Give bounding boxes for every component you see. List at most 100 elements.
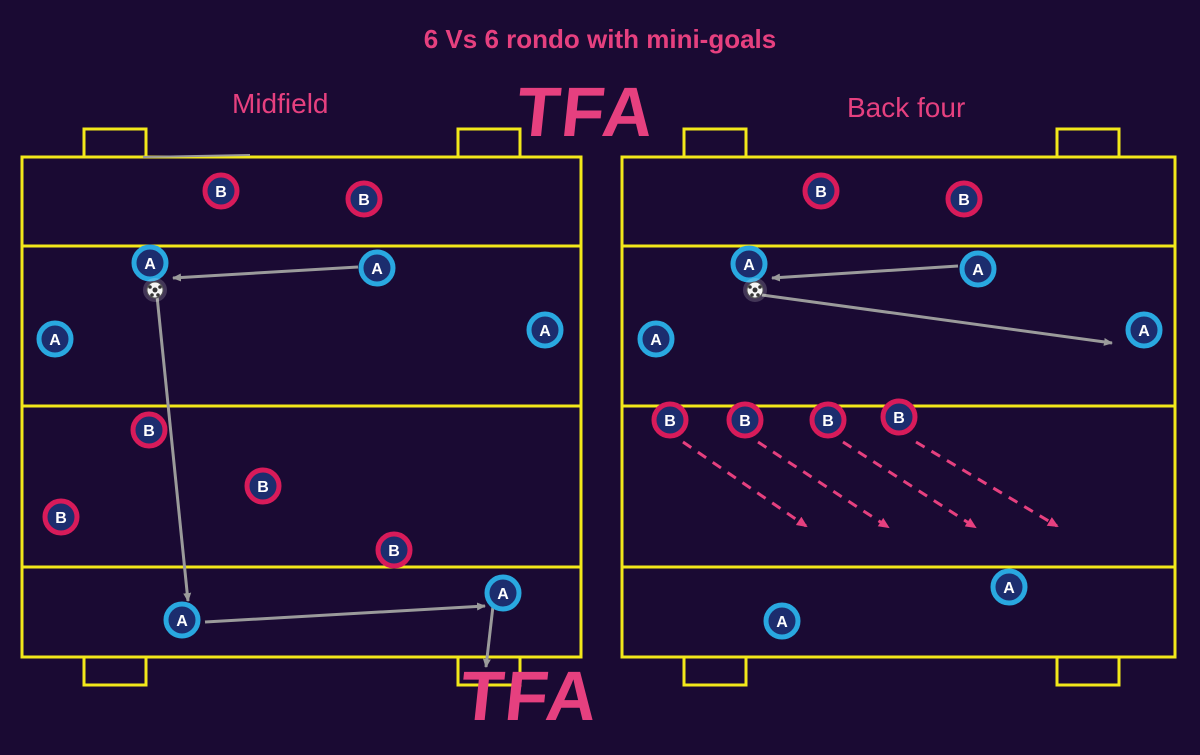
mini-goal bbox=[1055, 127, 1121, 159]
press-arrow bbox=[682, 440, 808, 528]
player-ring bbox=[375, 531, 413, 569]
player-ring bbox=[990, 568, 1028, 606]
mini-goal bbox=[82, 127, 148, 159]
diagram-title: 6 Vs 6 rondo with mini-goals bbox=[423, 24, 777, 54]
player-letter: B bbox=[55, 510, 67, 527]
player-ring bbox=[802, 172, 840, 210]
player-letter: A bbox=[743, 257, 755, 274]
player-letter: A bbox=[49, 332, 61, 349]
pass-arrow bbox=[172, 265, 359, 282]
mini-goal bbox=[1055, 655, 1121, 687]
player-ring bbox=[651, 401, 689, 439]
player-ring bbox=[880, 398, 918, 436]
ball-patch bbox=[748, 285, 752, 289]
player-team-a: A bbox=[358, 249, 396, 287]
ball-patch bbox=[148, 285, 152, 289]
ball-patch bbox=[156, 293, 160, 297]
player-team-b: B bbox=[42, 498, 80, 536]
player-letter: B bbox=[358, 192, 370, 209]
player-team-b: B bbox=[244, 467, 282, 505]
player-team-b: B bbox=[809, 401, 847, 439]
player-letter: A bbox=[497, 586, 509, 603]
mini-goal bbox=[682, 655, 748, 687]
player-letter: B bbox=[257, 479, 269, 496]
player-team-a: A bbox=[36, 320, 74, 358]
ball-patch bbox=[158, 285, 162, 289]
mini-goal bbox=[456, 127, 522, 159]
ball-patch bbox=[152, 287, 158, 293]
player-team-a: A bbox=[730, 245, 768, 283]
pass-line bbox=[142, 154, 251, 158]
player-ring bbox=[1125, 311, 1163, 349]
player-team-b: B bbox=[726, 401, 764, 439]
player-ring bbox=[131, 244, 169, 282]
panel-label-midfield: Midfield bbox=[232, 88, 329, 119]
player-ring bbox=[809, 401, 847, 439]
player-team-b: B bbox=[375, 531, 413, 569]
player-ring bbox=[637, 320, 675, 358]
player-ring bbox=[484, 574, 522, 612]
player-team-b: B bbox=[345, 180, 383, 218]
player-team-b: B bbox=[202, 172, 240, 210]
player-letter: A bbox=[972, 262, 984, 279]
pass-arrow bbox=[771, 264, 959, 282]
player-letter: A bbox=[776, 614, 788, 631]
player-ring bbox=[130, 411, 168, 449]
player-ring bbox=[345, 180, 383, 218]
ball-patch bbox=[150, 293, 154, 297]
player-ring bbox=[730, 245, 768, 283]
player-letter: A bbox=[1138, 323, 1150, 340]
player-ring bbox=[526, 311, 564, 349]
ball-patch bbox=[750, 293, 754, 297]
player-letter: B bbox=[664, 413, 676, 430]
player-letter: A bbox=[176, 613, 188, 630]
player-team-a: A bbox=[959, 250, 997, 288]
mini-goal bbox=[456, 655, 522, 687]
player-team-a: A bbox=[763, 602, 801, 640]
mini-goal bbox=[682, 127, 748, 159]
player-ring bbox=[959, 250, 997, 288]
player-ring bbox=[763, 602, 801, 640]
player-letter: B bbox=[815, 184, 827, 201]
player-team-a: A bbox=[131, 244, 169, 282]
player-letter: B bbox=[215, 184, 227, 201]
player-letter: A bbox=[371, 261, 383, 278]
player-letter: A bbox=[144, 256, 156, 273]
player-letter: A bbox=[1003, 580, 1015, 597]
pass-arrow bbox=[204, 602, 486, 624]
panel-label-back-four: Back four bbox=[847, 92, 966, 123]
player-team-b: B bbox=[880, 398, 918, 436]
pass-arrow bbox=[761, 293, 1113, 346]
ball-patch bbox=[756, 293, 760, 297]
player-team-a: A bbox=[163, 601, 201, 639]
player-ring bbox=[163, 601, 201, 639]
player-letter: B bbox=[388, 543, 400, 560]
player-ring bbox=[202, 172, 240, 210]
mini-goal bbox=[82, 655, 148, 687]
press-arrow bbox=[915, 440, 1059, 528]
player-ring bbox=[358, 249, 396, 287]
player-team-a: A bbox=[637, 320, 675, 358]
player-team-a: A bbox=[526, 311, 564, 349]
player-letter: B bbox=[739, 413, 751, 430]
player-team-a: A bbox=[990, 568, 1028, 606]
press-arrow bbox=[842, 440, 977, 529]
soccer-ball-icon bbox=[743, 278, 767, 302]
pass-arrow bbox=[155, 295, 192, 602]
player-team-a: A bbox=[1125, 311, 1163, 349]
soccer-ball-icon bbox=[143, 278, 167, 302]
player-team-b: B bbox=[651, 401, 689, 439]
player-letter: B bbox=[958, 192, 970, 209]
player-ring bbox=[42, 498, 80, 536]
ball-patch bbox=[758, 285, 762, 289]
player-letter: B bbox=[143, 423, 155, 440]
player-letter: B bbox=[822, 413, 834, 430]
tfa-logo: TFA bbox=[513, 72, 659, 151]
tfa-logo: TFA bbox=[457, 656, 603, 735]
player-letter: A bbox=[650, 332, 662, 349]
ball-patch bbox=[752, 287, 758, 293]
player-team-a: A bbox=[484, 574, 522, 612]
player-letter: A bbox=[539, 323, 551, 340]
